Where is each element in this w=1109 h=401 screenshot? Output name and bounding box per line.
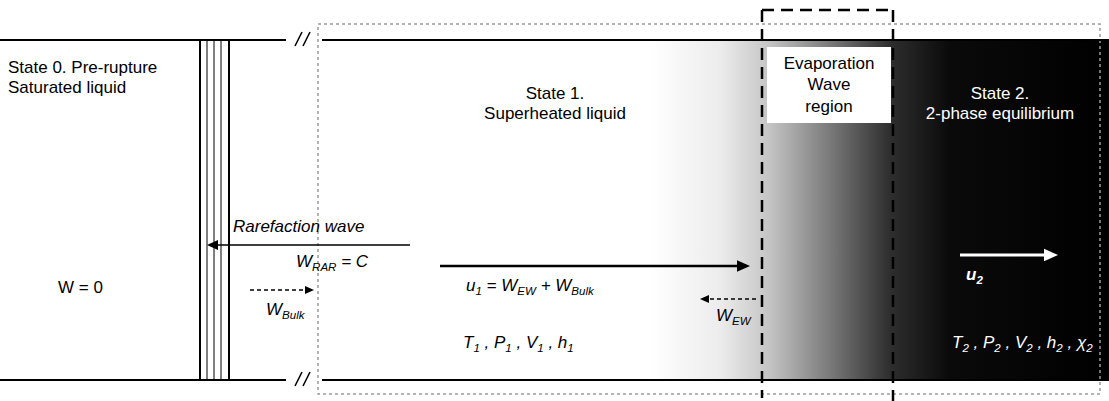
property-list: T1 , P1 , V1 , h1 (463, 333, 574, 353)
region-box: Evaporation Wave region (767, 47, 891, 123)
arrow-head (207, 240, 218, 250)
rupture-lines (200, 40, 229, 380)
region-label: Evaporation Wave region (773, 53, 885, 117)
arrow-head (1044, 249, 1058, 262)
velocity-label: u2 (966, 265, 983, 285)
arrow-head (305, 286, 314, 294)
wave-boundaries (762, 10, 893, 401)
property-list: T2 , P2 , V2 , h2 , χ2 (952, 333, 1093, 353)
arrow-head (737, 260, 750, 272)
velocity-label: WBulk (266, 300, 305, 320)
velocity-label: WRAR = C (296, 252, 368, 272)
ew-arrow (707, 298, 756, 300)
rarefaction-arrow (216, 244, 410, 246)
u2-arrow (960, 254, 1047, 257)
velocity-label: WEW (716, 306, 751, 326)
phase-gradient (322, 41, 1109, 379)
velocity-equation: u1 = WEW + WBulk (466, 276, 594, 296)
u1-arrow (440, 265, 740, 268)
state-label: State 1. Superheated liquid (480, 84, 630, 125)
bulk-arrow (250, 289, 307, 291)
break-marks (295, 32, 310, 386)
wave-label: Rarefaction wave (233, 217, 364, 237)
state-label: State 0. Pre-rupture Saturated liquid (8, 58, 157, 99)
state-label: State 2. 2-phase equilibrium (905, 84, 1095, 125)
pipe-walls (0, 40, 1109, 380)
velocity-label: W = 0 (58, 278, 103, 298)
control-volume (318, 24, 1100, 394)
arrow-head (700, 295, 709, 303)
